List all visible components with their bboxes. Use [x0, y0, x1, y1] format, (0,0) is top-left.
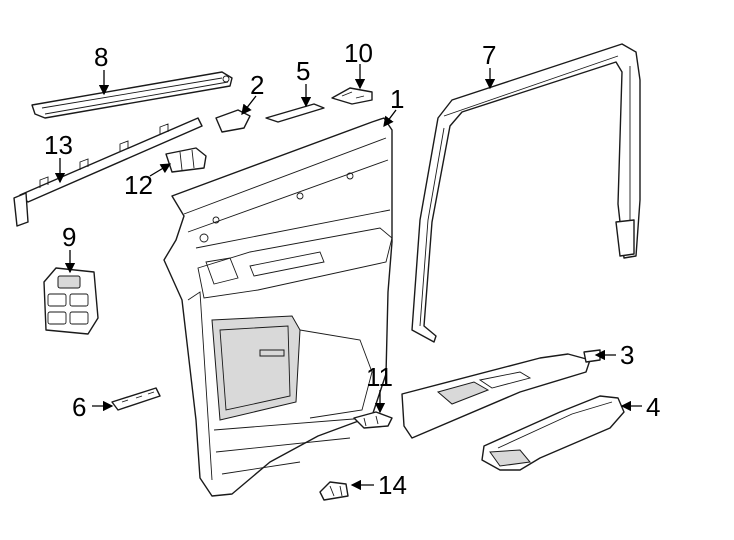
part-7-weatherstrip: [411, 43, 641, 343]
callout-5: 5: [296, 56, 310, 86]
callout-1: 1: [390, 84, 404, 114]
callout-7: 7: [482, 40, 496, 70]
callout-13: 13: [44, 130, 73, 160]
callout-6: 6: [72, 392, 86, 422]
callout-9: 9: [62, 222, 76, 252]
part-5-pad: [265, 103, 325, 123]
part-9-switch-bezel: [43, 267, 99, 335]
callout-10: 10: [344, 38, 373, 68]
leader-12: [149, 163, 172, 177]
callout-labels: 8 2 5 10 1 7 13 12 9 3 4 6 11 14: [44, 38, 660, 500]
part-14-fastener: [319, 481, 349, 501]
leader-2: [241, 95, 257, 116]
part-1-door-trim-panel: [163, 117, 393, 497]
callout-8: 8: [94, 42, 108, 72]
part-8-belt-molding: [31, 71, 233, 119]
part-2-cap: [215, 109, 251, 133]
callout-14: 14: [378, 470, 407, 500]
part-4-armrest-pad: [481, 395, 625, 471]
part-11-clip: [353, 411, 393, 429]
callout-11: 11: [366, 362, 393, 392]
callout-2: 2: [250, 70, 264, 100]
callout-12: 12: [124, 170, 153, 200]
part-13-wiring-strip: [13, 117, 203, 227]
part-6-trim-clip: [111, 387, 161, 411]
callout-3: 3: [620, 340, 634, 370]
part-12-switch: [165, 147, 207, 173]
leader-lines: [54, 64, 642, 491]
callout-4: 4: [646, 392, 660, 422]
part-10-bracket: [331, 87, 373, 105]
leader-1: [383, 109, 397, 128]
